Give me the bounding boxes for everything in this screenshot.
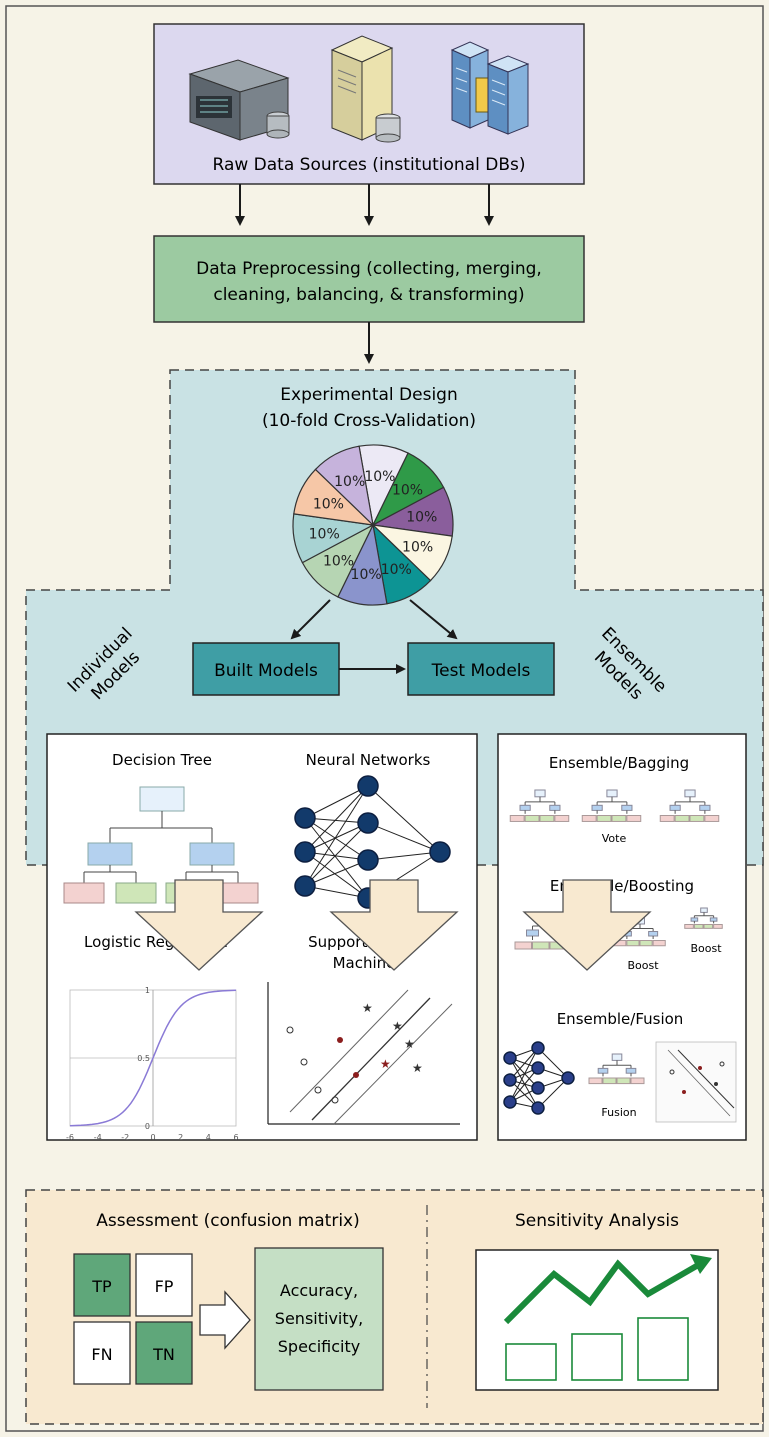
pie-slice-label: 10% (392, 482, 423, 498)
decision-tree-graphic (63, 786, 259, 904)
logistic-x-tick: -6 (66, 1133, 74, 1142)
trend-line (503, 1259, 702, 1325)
pie-slice-label: 10% (351, 567, 382, 583)
logistic-curve-graphic: -6 -4 -2 0 2 4 6 0 0.5 1 (66, 986, 239, 1142)
sensitivity-box (475, 1249, 719, 1391)
sensitivity-title: Sensitivity Analysis (515, 1211, 679, 1231)
trend-arrow-head (690, 1254, 712, 1274)
sensitivity-bar-3 (637, 1317, 689, 1381)
tp-label: TP (91, 1277, 112, 1296)
pie-slice-label: 10% (334, 474, 365, 490)
boost-label-2: Boost (690, 942, 722, 955)
pie-slice-label: 10% (364, 469, 395, 485)
pie-slice (314, 445, 374, 527)
data-preprocessing: Data Preprocessing (collecting, merging,… (153, 235, 585, 323)
test-models-label: Test Models (431, 661, 531, 681)
logistic-y-tick: 0 (145, 1122, 150, 1131)
logistic-x-tick: 6 (233, 1133, 238, 1142)
preprocessing-box (153, 235, 585, 323)
svg-text:★: ★ (404, 1037, 415, 1051)
experimental-title-line1: Experimental Design (280, 385, 457, 405)
built-models-label: Built Models (214, 661, 318, 681)
svg-text:★: ★ (380, 1057, 391, 1071)
logistic-x-tick: 4 (206, 1133, 211, 1142)
fusion-svm-graphic (655, 1041, 737, 1123)
preprocessing-line1: Data Preprocessing (collecting, merging, (196, 259, 542, 279)
logistic-x-tick: 2 (178, 1133, 183, 1142)
true-negative-cell (135, 1321, 193, 1385)
raw-sources-title: Raw Data Sources (institutional DBs) (213, 155, 526, 175)
pie-slice-label: 10% (402, 540, 433, 556)
preprocessing-line2: cleaning, balancing, & transforming) (213, 285, 524, 305)
metric-accuracy: Accuracy, (280, 1281, 358, 1300)
pie-slice-label: 10% (313, 496, 344, 512)
assessment-arrow (199, 1290, 251, 1350)
svg-text:★: ★ (412, 1061, 423, 1075)
vote-label: Vote (602, 832, 627, 845)
assessment-title: Assessment (confusion matrix) (96, 1211, 360, 1231)
arrow-pie-to-built (290, 599, 331, 640)
server-rack-icon (188, 59, 290, 141)
flow-arrow-right (522, 879, 652, 971)
cross-validation-pie: 10%10%10%10%10%10%10%10%10%10% (292, 444, 454, 606)
decision-tree-title: Decision Tree (112, 751, 212, 769)
bagging-title: Ensemble/Bagging (549, 754, 689, 772)
metrics-box (254, 1247, 384, 1391)
logistic-y-tick: 0.5 (137, 1054, 150, 1063)
fusion-label: Fusion (601, 1106, 636, 1119)
fusion-network-graphic (503, 1041, 575, 1115)
pie-slice-label: 10% (381, 562, 412, 578)
pie-slice-label: 10% (323, 554, 354, 570)
svm-title-line2: Machine (333, 954, 396, 972)
fusion-tree-graphic (588, 1053, 645, 1085)
tower-server-icon (330, 35, 401, 143)
metric-sensitivity: Sensitivity, (275, 1309, 363, 1328)
logistic-y-tick: 1 (145, 986, 150, 995)
arrow-pie-to-test (409, 599, 458, 640)
false-negative-cell (73, 1321, 131, 1385)
pie-slice-label: 10% (406, 509, 437, 525)
flow-arrow-left (134, 879, 264, 971)
logistic-x-tick: -2 (121, 1133, 129, 1142)
test-models-box (407, 642, 555, 696)
experimental-title-line2: (10-fold Cross-Validation) (262, 411, 476, 431)
logistic-x-tick: 0 (150, 1133, 155, 1142)
tn-label: TN (152, 1345, 175, 1364)
sensitivity-bar-1 (505, 1343, 557, 1381)
flow-arrow-middle (329, 879, 459, 971)
svg-text:★: ★ (362, 1001, 373, 1015)
raw-data-sources: Raw Data Sources (institutional DBs) (153, 23, 585, 185)
pie-slice-label: 10% (309, 527, 340, 543)
fusion-title: Ensemble/Fusion (557, 1010, 684, 1028)
svg-text:★: ★ (392, 1019, 403, 1033)
server-cluster-icon (450, 41, 530, 135)
fn-label: FN (91, 1345, 112, 1364)
true-positive-cell (73, 1253, 131, 1317)
fp-label: FP (155, 1277, 174, 1296)
logistic-x-tick: -4 (94, 1133, 102, 1142)
sensitivity-bar-2 (571, 1333, 623, 1381)
false-positive-cell (135, 1253, 193, 1317)
metric-specificity: Specificity (278, 1337, 360, 1356)
built-models-box (192, 642, 340, 696)
sensitivity-graphic (475, 1249, 719, 1391)
bagging-trees-graphic (509, 789, 720, 822)
neural-networks-title: Neural Networks (306, 751, 431, 769)
boost-label-1: Boost (627, 959, 659, 972)
svm-graphic: ★ ★ ★ ★ ★ (267, 982, 460, 1125)
